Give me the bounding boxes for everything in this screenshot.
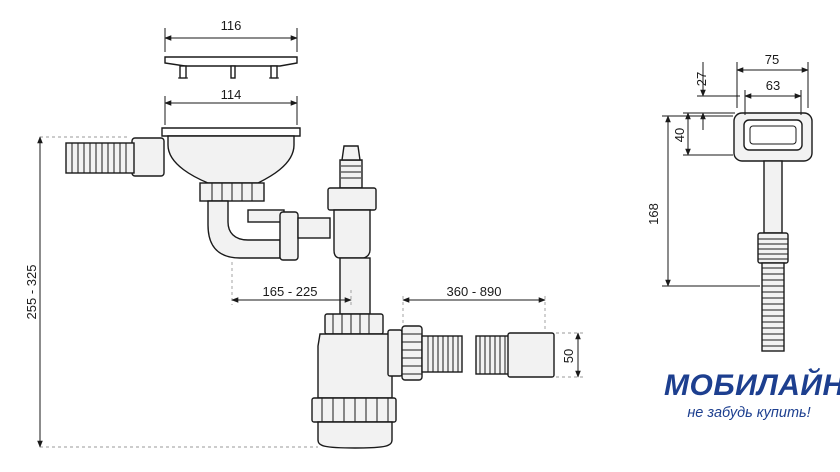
dimension-grate-width: 116 xyxy=(164,18,298,52)
dimension-overflow-outer: 75 xyxy=(736,52,809,108)
dimension-outlet-diameter: 50 xyxy=(556,332,584,378)
logo-name: МОБИЛАЙН xyxy=(664,369,840,402)
strainer-width-label: 114 xyxy=(221,87,242,102)
dimension-overflow-total: 168 xyxy=(646,115,760,287)
overflow-fitting xyxy=(733,112,813,352)
outlet-diameter-label: 50 xyxy=(561,349,576,363)
overall-height-label: 255 - 325 xyxy=(24,265,39,320)
brand-logo: МОБИЛАЙН не забудь купить! xyxy=(664,369,840,422)
overflow-total-label: 168 xyxy=(646,203,661,225)
bottle-trap xyxy=(311,313,463,449)
strainer-bowl xyxy=(161,127,301,202)
standpipe xyxy=(327,145,377,315)
sink-grate xyxy=(164,56,298,79)
overflow-top-label: 27 xyxy=(694,72,709,86)
outlet-extension-label: 360 - 890 xyxy=(447,284,502,299)
dimension-outlet-extension: 360 - 890 xyxy=(402,284,546,330)
dimension-overflow-inner: 63 xyxy=(744,78,802,115)
dimension-strainer-width: 114 xyxy=(164,87,298,125)
grate-width-label: 116 xyxy=(221,18,242,33)
overflow-inner-label: 63 xyxy=(766,78,780,93)
dimension-trap-offset: 165 - 225 xyxy=(231,262,352,305)
overflow-hose-left xyxy=(65,137,165,177)
dimension-overall-height: 255 - 325 xyxy=(24,136,318,448)
trap-offset-label: 165 - 225 xyxy=(263,284,318,299)
dimension-overflow-height: 40 xyxy=(672,112,733,156)
logo-tagline: не забудь купить! xyxy=(687,405,811,421)
trap-elbow xyxy=(207,200,331,261)
outlet-extension xyxy=(475,332,555,378)
dimension-overflow-top: 27 xyxy=(694,62,740,130)
overflow-outer-label: 75 xyxy=(765,52,779,67)
overflow-height-label: 40 xyxy=(672,128,687,142)
